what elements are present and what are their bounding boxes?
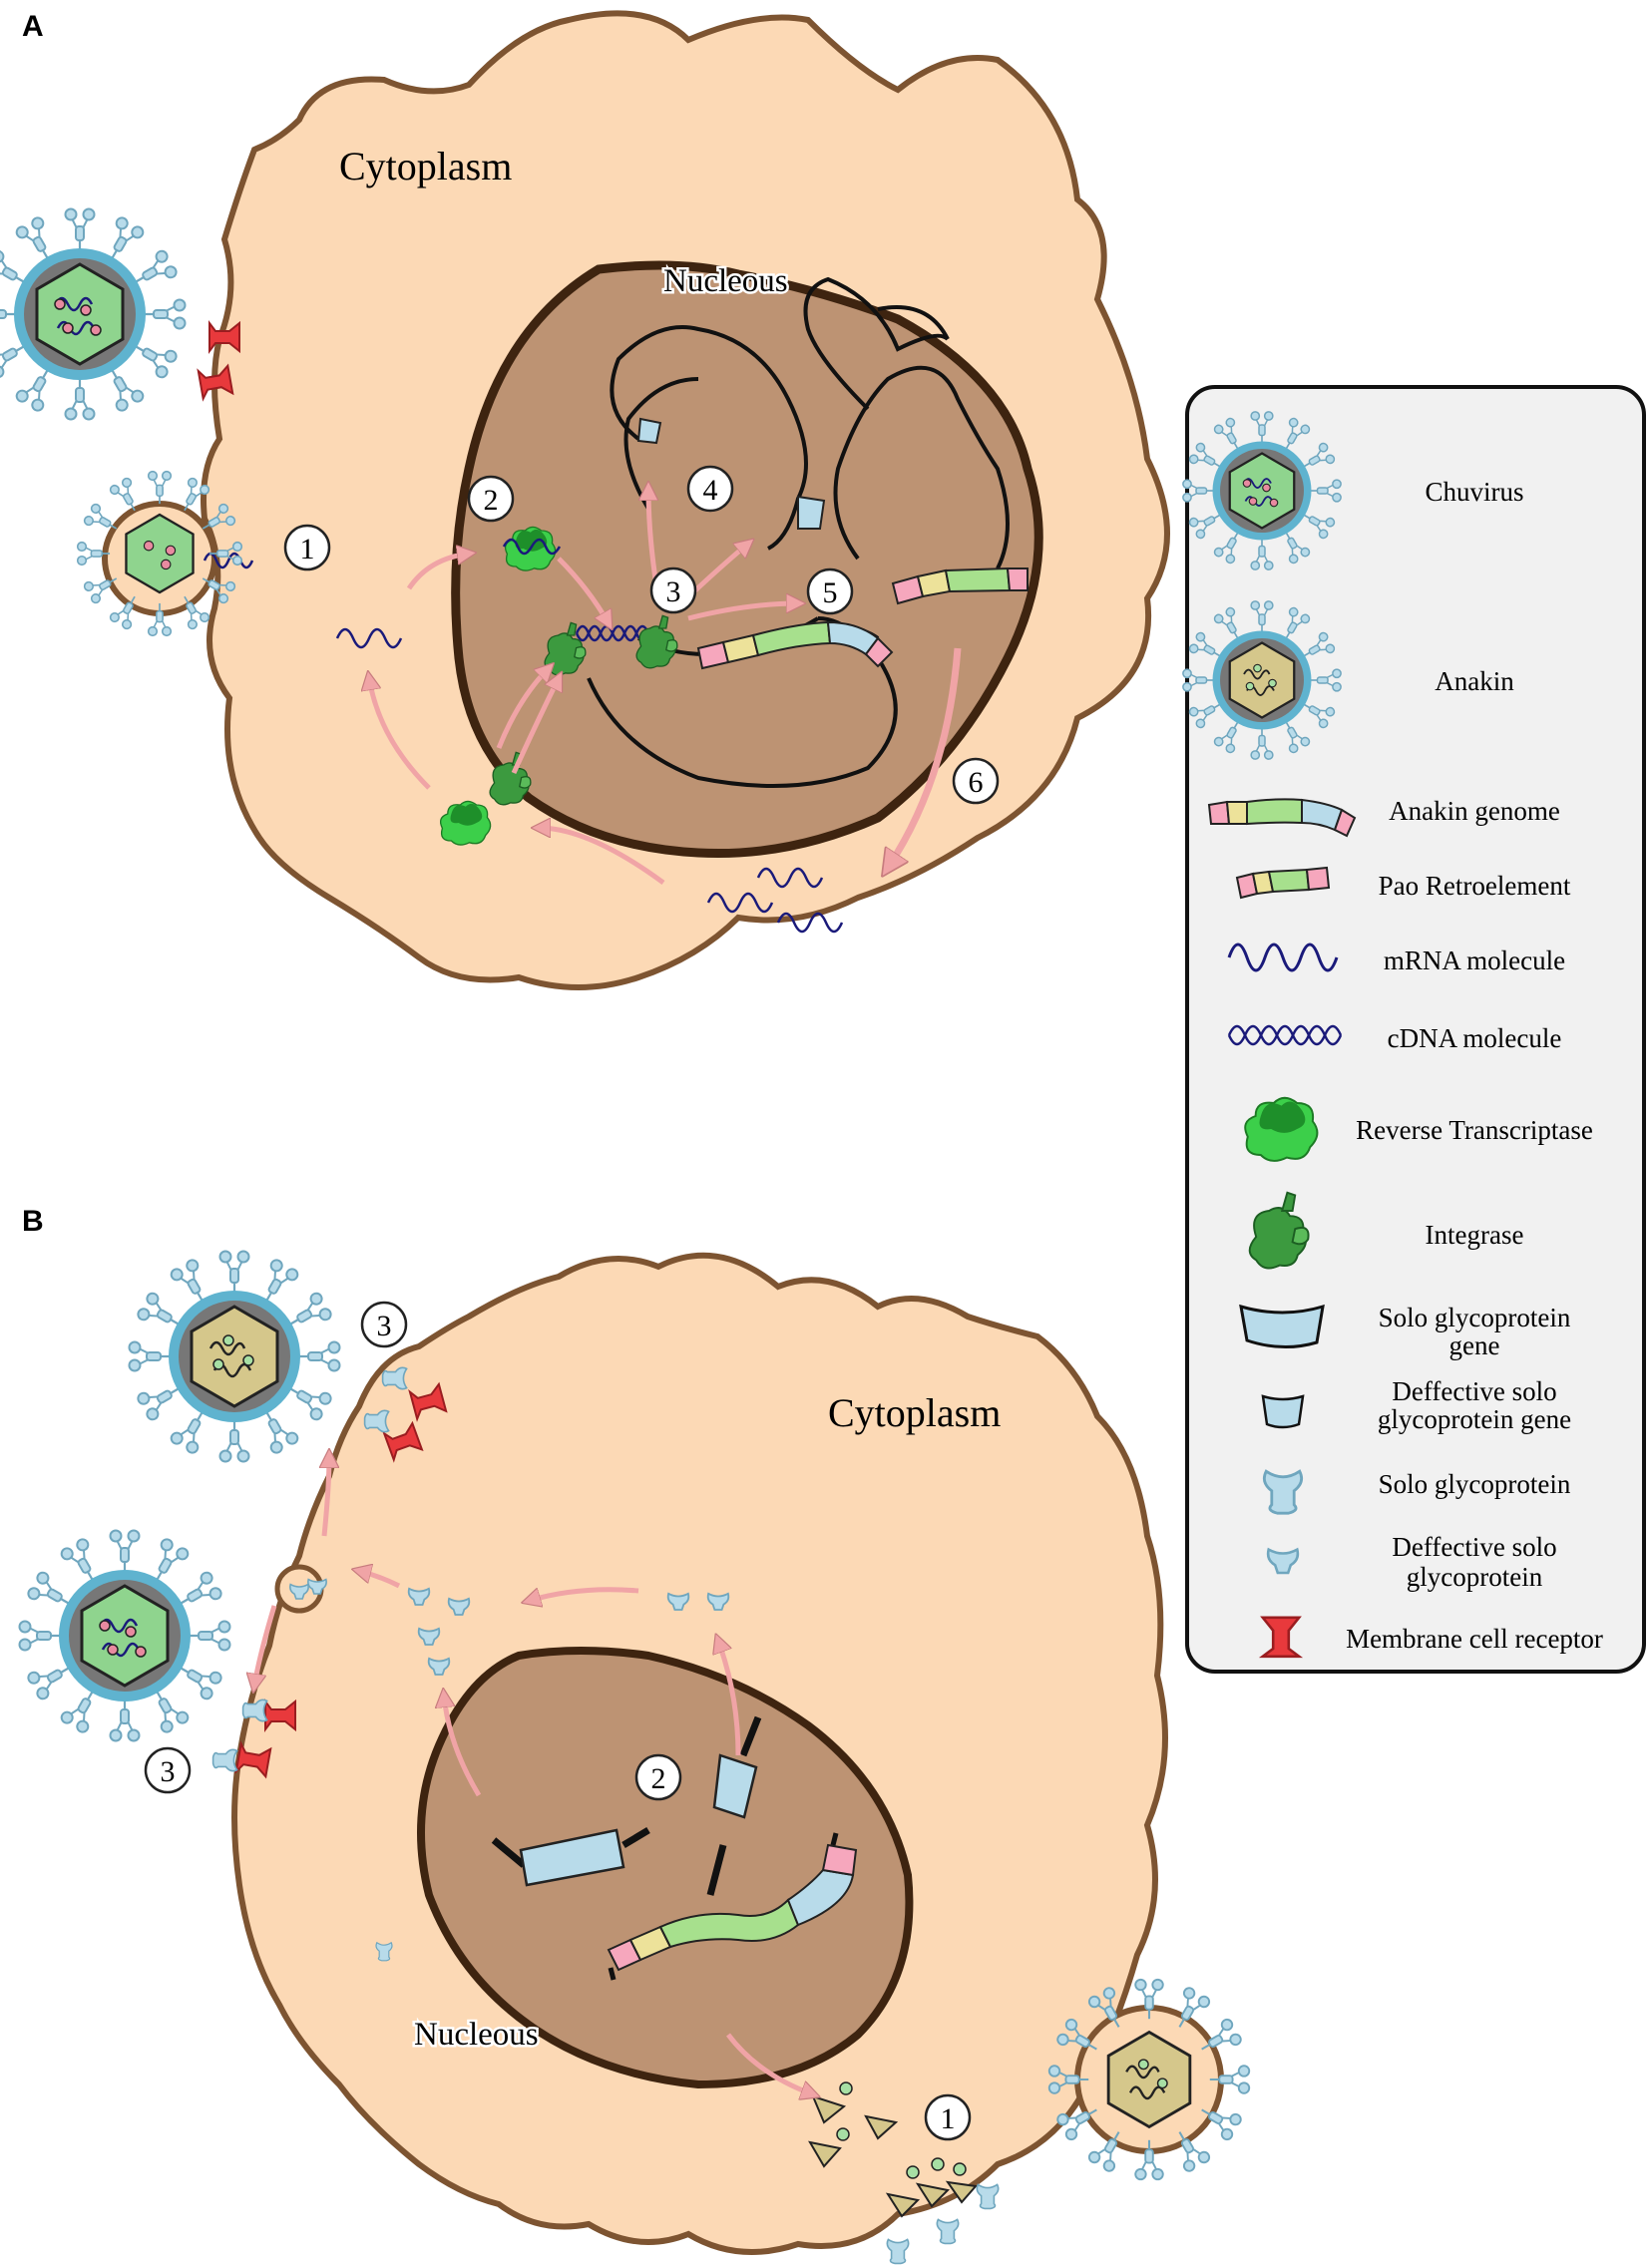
chuvirus-particle-b (20, 1531, 230, 1741)
legend-label-solo-gene-line1: Solo glycoprotein (1379, 1303, 1571, 1332)
anakin-particle-b-1 (130, 1252, 340, 1462)
legend-label-reverse-transcriptase: Reverse Transcriptase (1356, 1115, 1593, 1145)
step-b-3-top: 3 (377, 1310, 392, 1342)
step-markers-b: 1 2 3 3 (144, 1301, 972, 2141)
step-a-6: 6 (969, 766, 984, 799)
arrows-b (254, 1456, 813, 2094)
anakin-genome-icon (1207, 798, 1357, 838)
nucleus-label-a: Nucleous (663, 263, 788, 299)
solo-glycoprotein-gene-icon (1239, 1304, 1325, 1349)
anakin-particle-b-budding (1049, 1980, 1249, 2179)
arrows-a (369, 489, 962, 886)
step-b-1: 1 (941, 2102, 956, 2135)
legend-label-defective-gene-line1: Deffective solo (1392, 1376, 1556, 1406)
panel-a: A (0, 10, 1170, 990)
cdna-icon (1227, 1024, 1343, 1046)
legend-label-solo-glycoprotein: Solo glycoprotein (1379, 1469, 1571, 1499)
cytoplasm-label-a: Cytoplasm (339, 144, 512, 189)
panel-a-letter: A (22, 10, 44, 43)
nucleus-label-b: Nucleous (414, 2017, 539, 2053)
legend-label-defective-glycoprotein-line2: glycoprotein (1407, 1562, 1543, 1592)
panel-b: B (20, 1205, 1250, 2265)
mrna-icon (1227, 943, 1339, 972)
anakin-genome-integrated-b (607, 1832, 858, 1981)
chromatin-a (587, 276, 1010, 788)
step-a-1: 1 (300, 533, 315, 566)
legend-label-receptor: Membrane cell receptor (1346, 1624, 1603, 1654)
step-b-3-bottom: 3 (161, 1755, 176, 1788)
solo-gene-b-1 (519, 1828, 625, 1887)
chuvirus-particle-a-endocytosed (78, 472, 242, 636)
legend-label-integrase: Integrase (1426, 1220, 1524, 1250)
legend-label-cdna: cDNA molecule (1388, 1023, 1562, 1053)
legend-label-chuvirus: Chuvirus (1425, 477, 1523, 507)
legend-label-mrna: mRNA molecule (1384, 945, 1565, 975)
pao-retroelement-a (891, 567, 1029, 605)
legend-label-solo-gene-line2: gene (1449, 1330, 1500, 1360)
defective-gene-b (712, 1753, 758, 1819)
nucleus-b (417, 1647, 914, 2089)
legend: Chuvirus Anakin Anakin genome Pao Retroe… (1183, 385, 1646, 1674)
pao-retroelement-icon (1235, 866, 1331, 900)
chuvirus-particle-a-1 (0, 209, 186, 420)
step-a-5: 5 (823, 576, 838, 609)
legend-label-pao-retroelement: Pao Retroelement (1379, 871, 1571, 901)
step-a-4: 4 (703, 474, 718, 507)
panel-b-letter: B (22, 1205, 44, 1238)
defective-gene-icon (1261, 1394, 1305, 1429)
legend-label-anakin: Anakin (1435, 666, 1514, 696)
mrna-a-1 (335, 627, 403, 649)
step-markers-a: 1 2 3 4 5 6 (283, 465, 1000, 805)
legend-label-defective-glycoprotein-line1: Deffective solo (1392, 1532, 1556, 1562)
anakin-genome-integrated-a (696, 620, 894, 670)
step-a-2: 2 (484, 484, 499, 517)
step-b-2: 2 (651, 1762, 666, 1795)
step-a-3: 3 (666, 575, 681, 608)
cytoplasm-label-b: Cytoplasm (828, 1390, 1001, 1435)
legend-label-anakin-genome: Anakin genome (1389, 796, 1560, 826)
defective-glycoproteins-b (808, 2081, 978, 2218)
legend-label-defective-gene-line2: glycoprotein gene (1378, 1404, 1571, 1434)
